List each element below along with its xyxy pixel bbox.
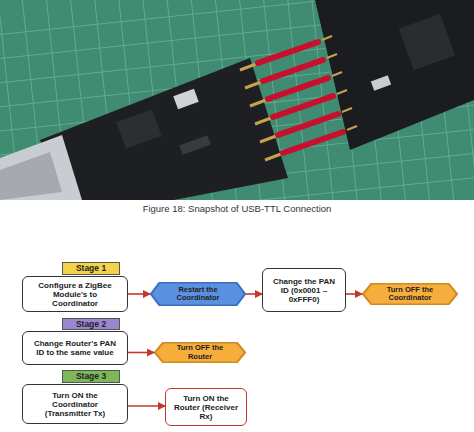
- stage-label: Stage 2: [62, 318, 120, 330]
- process-box: Turn ON the Coordinator (Transmitter Tx): [22, 384, 128, 424]
- node-text: Turn ON the Router (Receiver Rx): [166, 394, 246, 421]
- action-hexagon: Turn OFF the Router: [154, 342, 246, 363]
- process-box: Turn ON the Router (Receiver Rx): [165, 388, 247, 426]
- flow-arrow: [128, 352, 154, 354]
- node-text: Stage 3: [74, 372, 108, 381]
- process-box: Change Router's PAN ID to the same value: [22, 331, 128, 365]
- action-hexagon: Turn OFF the Coordinator: [362, 283, 458, 305]
- node-text: Restart the Coordinator: [150, 286, 246, 303]
- flow-arrow: [128, 405, 165, 407]
- process-box: Change the PAN ID (0x0001 – 0xFFF0): [262, 268, 346, 312]
- node-text: Turn ON the Coordinator (Transmitter Tx): [23, 391, 127, 418]
- flow-arrow: [246, 293, 262, 295]
- node-text: Change the PAN ID (0x0001 – 0xFFF0): [263, 277, 345, 304]
- flow-arrow: [346, 293, 362, 295]
- node-text: Stage 1: [74, 264, 108, 273]
- process-box: Configure a ZigBee Module's to Coordinat…: [22, 276, 128, 312]
- usb-ttl-photo: [0, 0, 474, 200]
- node-text: Turn OFF the Coordinator: [362, 286, 458, 303]
- stage-label: Stage 3: [62, 370, 120, 383]
- node-text: Change Router's PAN ID to the same value: [23, 339, 127, 357]
- flow-arrow: [128, 293, 150, 295]
- action-hexagon: Restart the Coordinator: [150, 282, 246, 306]
- figure-caption: Figure 18: Snapshot of USB-TTL Connectio…: [0, 203, 474, 214]
- node-text: Stage 2: [74, 320, 108, 329]
- stage-label: Stage 1: [62, 262, 120, 275]
- node-text: Turn OFF the Router: [154, 344, 246, 361]
- node-text: Configure a ZigBee Module's to Coordinat…: [23, 281, 127, 308]
